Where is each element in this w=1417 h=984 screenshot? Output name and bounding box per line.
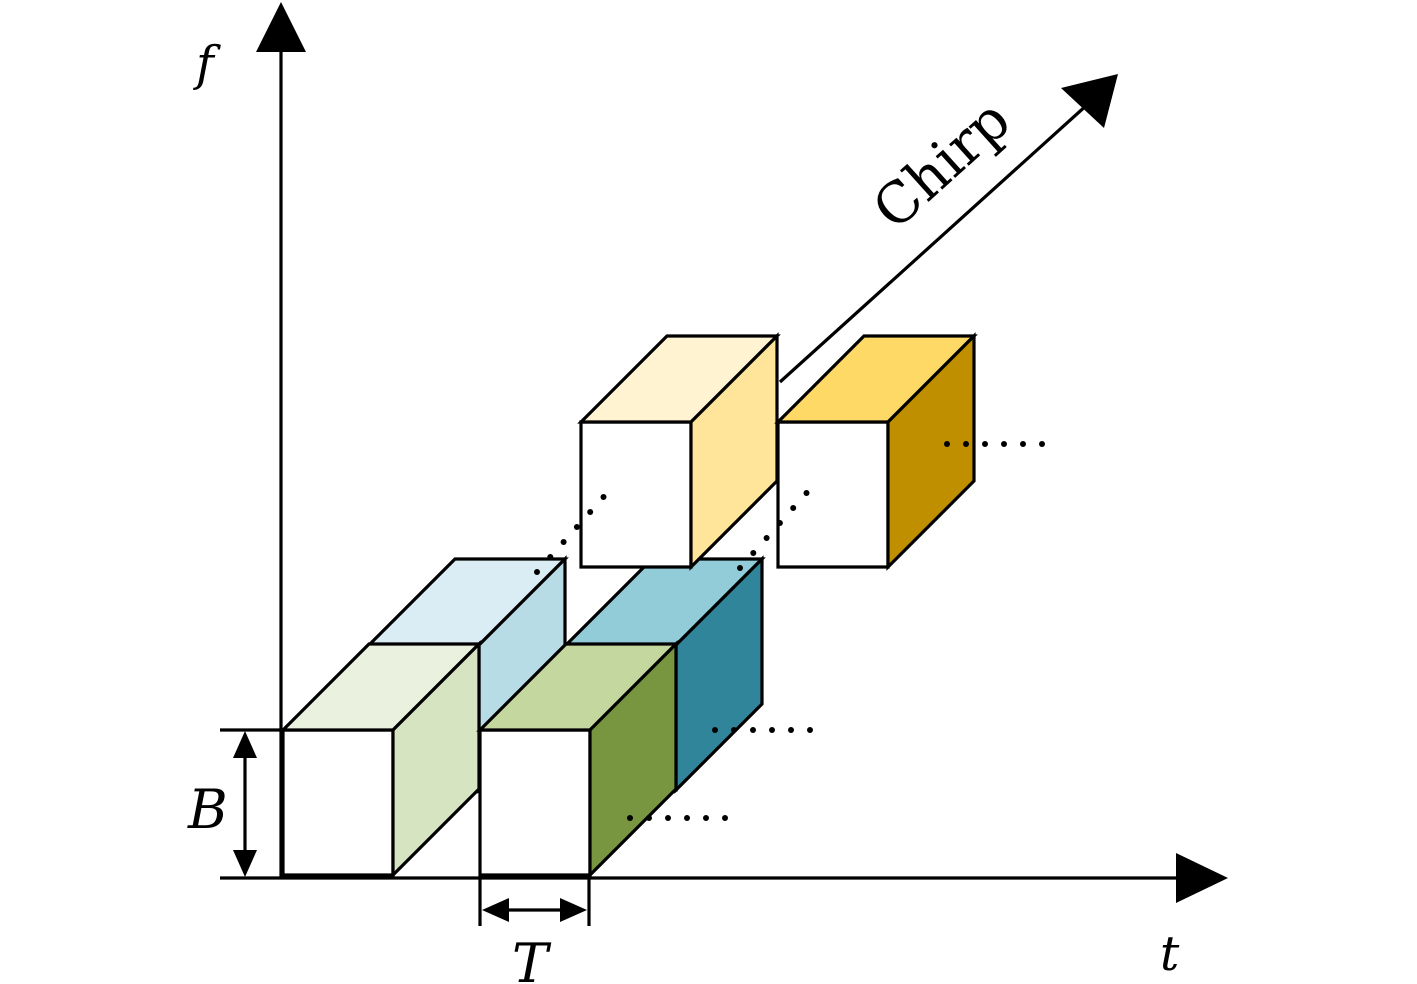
ellipsis-dot [534, 569, 540, 575]
ellipsis-dot [750, 550, 757, 556]
bandwidth-dimension [220, 728, 283, 877]
ellipsis-dot [982, 441, 988, 447]
cube-green-light [279, 640, 483, 879]
ellipsis-dot [1020, 441, 1026, 447]
cube-front-face [281, 728, 395, 877]
continuation-ellipses [534, 441, 1045, 821]
ellipsis-green-row [627, 815, 728, 821]
ellipsis-dot [737, 565, 743, 571]
ellipsis-dot [731, 727, 737, 733]
ellipsis-yellow-row [944, 441, 1045, 447]
ellipsis-dot [587, 509, 594, 515]
cube-yellow-light [577, 332, 781, 571]
ellipsis-dot [1039, 441, 1045, 447]
ellipsis-dot [573, 524, 580, 530]
cube-front-face [478, 728, 592, 877]
ellipsis-dot [776, 520, 783, 526]
ellipsis-light-column [534, 494, 607, 575]
period-dimension [478, 878, 591, 926]
period-label: T [512, 932, 552, 984]
cube-front-face [579, 420, 693, 569]
ellipsis-dot [646, 815, 652, 821]
ellipsis-dot [790, 505, 797, 511]
ellipsis-dot [665, 815, 671, 821]
ellipsis-dot [703, 815, 709, 821]
ellipsis-dot [803, 490, 810, 496]
ellipsis-dot [547, 554, 554, 560]
cube-grid [279, 332, 978, 879]
ellipsis-dot [560, 539, 567, 545]
ellipsis-dot [600, 494, 607, 500]
ellipsis-dot [763, 535, 770, 541]
cube-front-face [776, 420, 890, 569]
ellipsis-dot [750, 727, 756, 733]
time-axis [220, 853, 1228, 903]
ellipsis-dot [684, 815, 690, 821]
cube-side-face [886, 332, 976, 571]
ellipsis-dot [769, 727, 775, 733]
ellipsis-dot [963, 441, 969, 447]
chirp-axis-label: Chirp [861, 87, 1023, 242]
bandwidth-label: B [187, 778, 228, 841]
cube-side-face [588, 640, 678, 879]
ellipsis-dot [788, 727, 794, 733]
time-axis-label: t [1160, 926, 1180, 982]
period-arrow-right [560, 898, 587, 922]
chirp-axis-line [778, 102, 1090, 384]
cube-yellow-dark [774, 332, 978, 571]
ellipsis-dot [722, 815, 728, 821]
ellipsis-dark-column [737, 490, 810, 571]
ellipsis-dot [1001, 441, 1007, 447]
period-arrow-left [482, 898, 509, 922]
bandwidth-arrow-down [233, 850, 257, 877]
ellipsis-dot [627, 815, 633, 821]
frequency-axis [256, 2, 306, 878]
chirp-axis-arrowhead [1061, 74, 1118, 128]
ellipsis-dot [712, 727, 718, 733]
frequency-axis-label: f [193, 36, 221, 92]
chirp-axis [778, 74, 1118, 384]
ellipsis-dot [944, 441, 950, 447]
frequency-axis-arrowhead [256, 2, 306, 52]
time-axis-arrowhead [1176, 853, 1228, 903]
bandwidth-arrow-up [233, 731, 257, 758]
ellipsis-blue-row [712, 727, 813, 733]
cube-green-dark [476, 640, 680, 879]
ellipsis-dot [807, 727, 813, 733]
